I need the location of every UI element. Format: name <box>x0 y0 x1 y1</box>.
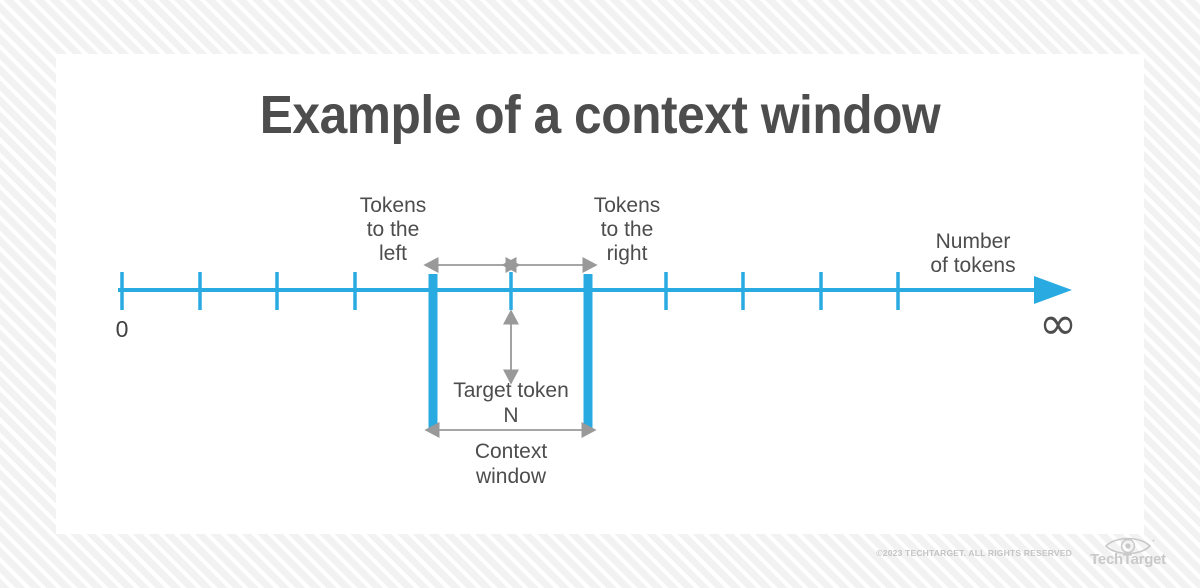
infinity-icon: ∞ <box>1038 296 1078 350</box>
tokens-to-the-right-label: Tokens to the right <box>593 194 661 265</box>
target-token-label: Target token N <box>453 379 569 427</box>
content-card: Example of a context window <box>56 54 1144 534</box>
axis-zero-label: 0 <box>115 316 129 342</box>
copyright-text: ©2023 TECHTARGET. ALL RIGHTS RESERVED <box>876 548 1072 558</box>
tokens-to-the-left-label: Tokens to the left <box>359 194 427 265</box>
page-title: Example of a context window <box>259 85 941 145</box>
number-of-tokens-label: Number of tokens <box>930 230 1016 277</box>
footer: ©2023 TECHTARGET. ALL RIGHTS RESERVED Te… <box>0 537 1200 588</box>
techtarget-wordmark: TechTarget <box>1090 551 1166 568</box>
techtarget-eye-icon <box>1104 537 1155 555</box>
context-window-label: Context window <box>474 440 548 488</box>
